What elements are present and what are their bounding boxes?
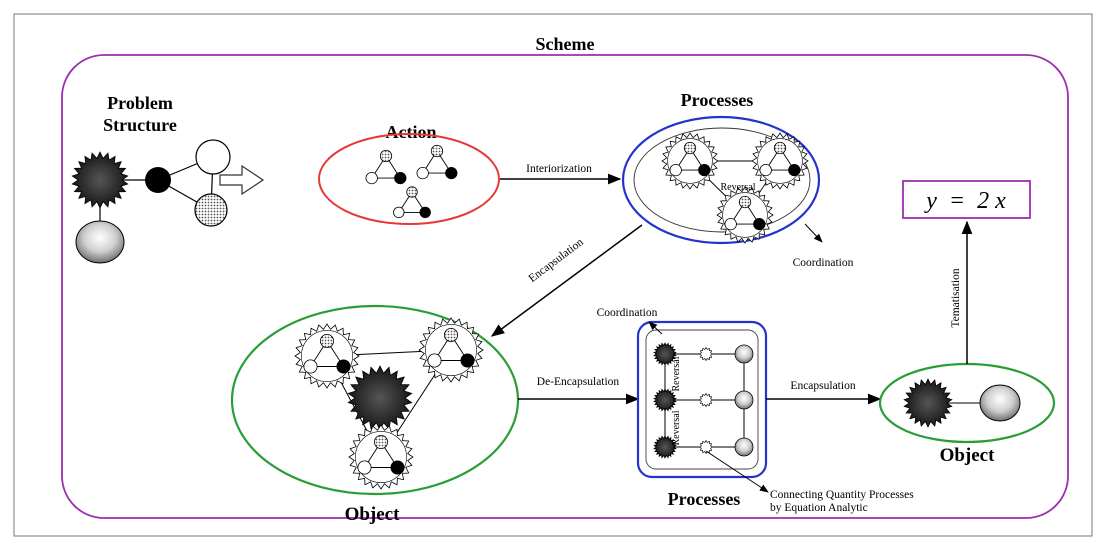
dark-star-node (71, 151, 129, 209)
black-node (698, 163, 711, 177)
hatched-node (373, 434, 388, 449)
white-node (416, 166, 429, 180)
hatched-node (773, 141, 787, 155)
black-node (336, 359, 351, 374)
black-node (145, 167, 171, 193)
black-node (394, 171, 407, 185)
white-node (427, 353, 442, 368)
black-node (753, 217, 766, 231)
black-node (419, 206, 431, 219)
processes-bottom-reversal-1: Reversal (671, 356, 682, 391)
dark-star-node (653, 388, 677, 412)
hatched-node (406, 186, 418, 198)
white-node (669, 163, 682, 177)
processes-bottom-inner-box (645, 329, 759, 470)
dark-star-node (653, 342, 677, 366)
coordination-top-label: Coordination (793, 257, 854, 269)
gray-node (734, 437, 754, 457)
dark-star-node (903, 378, 953, 428)
white-node (365, 171, 378, 185)
scheme-border (61, 54, 1069, 519)
connecting-arrow (705, 450, 769, 493)
object-left-label: Object (345, 504, 401, 525)
problem-structure-graph (71, 139, 231, 264)
black-node (445, 166, 458, 180)
white-gear-node (698, 392, 714, 408)
hatched-node (683, 141, 697, 155)
white-gear-node (698, 439, 714, 455)
hatched-node (738, 195, 752, 209)
encapsulation-right-label: Encapsulation (790, 380, 855, 392)
action-ellipse (318, 133, 500, 225)
problem-structure-line1: Problem (107, 93, 173, 113)
gray-node (75, 220, 125, 264)
white-gear-node (698, 346, 714, 362)
gray-node (734, 390, 754, 410)
dark-star-node (71, 151, 129, 209)
coordination-top-arrow (804, 223, 823, 243)
white-node (303, 359, 318, 374)
white-node (357, 460, 372, 475)
tematisation-label: Tematisation (950, 268, 962, 327)
white-node (393, 206, 405, 219)
white-node (759, 163, 772, 177)
processes-top-label: Processes (681, 90, 754, 110)
encapsulation-diag-label: Encapsulation (527, 236, 586, 285)
processes-bottom-rows (653, 342, 754, 459)
action-triangles (365, 144, 458, 219)
black-node (788, 163, 801, 177)
hatched-node (379, 149, 393, 163)
transition-arrow-icon (219, 164, 265, 196)
processes-bottom-reversal-2: Reversal (671, 410, 682, 445)
processes-bottom-label: Processes (668, 489, 741, 509)
page-border (13, 13, 1093, 537)
encapsulation-diag-arrow (490, 224, 643, 337)
coordination-bottom-arrow (648, 321, 663, 335)
action-label: Action (386, 122, 437, 142)
hatched-node (430, 144, 444, 158)
de-encapsulation-label: De-Encapsulation (537, 376, 620, 388)
connecting-label-line2: by Equation Analytic (770, 502, 868, 514)
connecting-label-line1: Connecting Quantity Processes (770, 489, 914, 501)
white-node (195, 139, 231, 175)
hatched-node (319, 333, 334, 348)
equation-text: y = 2 x (924, 188, 1006, 214)
coordination-bottom-label: Coordination (597, 307, 658, 319)
object-right-structure (903, 378, 1021, 428)
processes-top-ellipse (621, 115, 821, 245)
black-node (460, 353, 475, 368)
hatched-node (443, 327, 458, 342)
dark-star-node (653, 435, 677, 459)
gray-node (734, 344, 754, 364)
object-right-label: Object (940, 445, 996, 466)
equation-box (902, 180, 1031, 219)
interiorization-label: Interiorization (526, 163, 592, 175)
dark-star-node (347, 365, 413, 431)
processes-top-gears (661, 132, 809, 244)
gray-node (979, 384, 1021, 422)
scheme-title: Scheme (536, 34, 595, 54)
processes-top-reversal: Reversal (721, 182, 756, 193)
problem-structure-line2: Structure (103, 115, 177, 135)
white-node (724, 217, 737, 231)
black-node (390, 460, 405, 475)
hatched-node (194, 193, 228, 227)
object-left-structure (294, 317, 484, 490)
object-left-ellipse (230, 304, 520, 496)
processes-top-inner-ellipse (633, 127, 811, 233)
